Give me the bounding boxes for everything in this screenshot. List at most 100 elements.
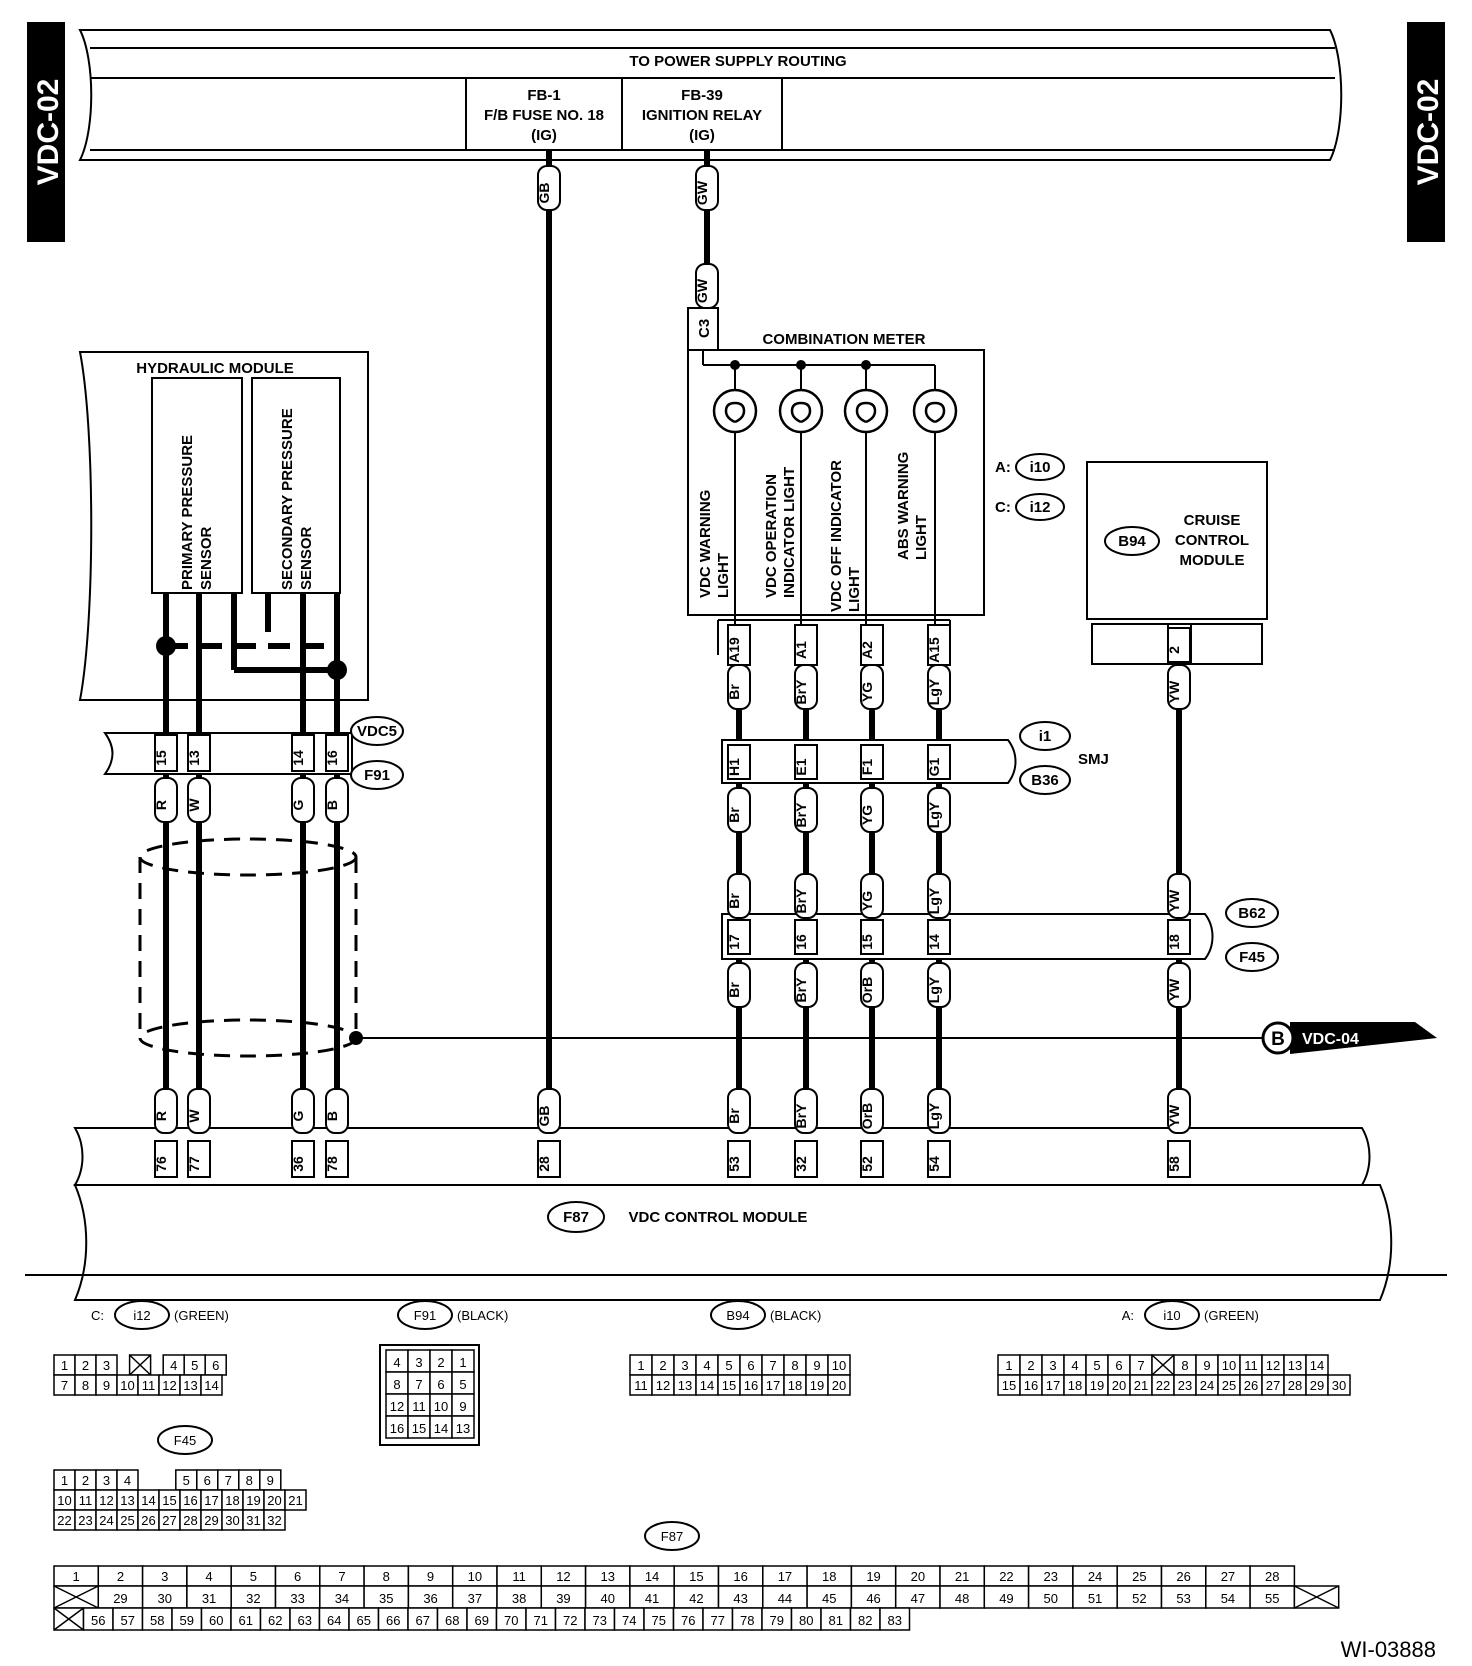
face-f91-r4-3: 13 bbox=[456, 1421, 470, 1436]
face-f45-r3-0: 22 bbox=[57, 1513, 71, 1528]
connector-strip-b62-f45 bbox=[721, 913, 1214, 960]
cruise-module-label-1: CRUISE bbox=[1184, 512, 1241, 529]
bulb-vdc-operation-icon bbox=[778, 388, 824, 434]
shield-top bbox=[138, 837, 358, 877]
meter-wire-c3-0-tag bbox=[727, 873, 751, 919]
face-f45-r2-11: 21 bbox=[288, 1493, 302, 1508]
face-i10-r1-2: 3 bbox=[1049, 1358, 1056, 1373]
face-i10-r1-14: 14 bbox=[1310, 1358, 1324, 1373]
meter-internal-circuit bbox=[702, 350, 951, 655]
face-i10-r1-6: 7 bbox=[1137, 1358, 1144, 1373]
power-supply-banner bbox=[78, 29, 1343, 161]
page-tab-right: VDC-02 bbox=[1407, 22, 1445, 242]
f87-hyd-pin-0: 76 bbox=[153, 1156, 169, 1172]
meter-wire-c3-3-tag bbox=[927, 873, 951, 919]
face-f87-r2-22: 50 bbox=[1044, 1591, 1058, 1606]
face-f87-r3-0-x2 bbox=[53, 1607, 84, 1631]
face-i12-r1-4-x2 bbox=[129, 1354, 152, 1376]
face-f45-r1-7: 5 bbox=[183, 1473, 190, 1488]
f87-hyd-pin-2-box bbox=[291, 1140, 315, 1178]
f87-meter-pin-0-box bbox=[727, 1140, 751, 1178]
meter-wire-c5-1: BrY bbox=[793, 1103, 809, 1129]
meter-wire-c3-1-tag bbox=[794, 873, 818, 919]
f87-meter-pin-3: 54 bbox=[926, 1156, 942, 1172]
meter-wire-c5-2-tag bbox=[860, 1088, 884, 1134]
cruise-wire-c1: YW bbox=[1166, 680, 1182, 703]
face-f87-r1-0: 1 bbox=[73, 1569, 80, 1584]
b36-label: B36 bbox=[1031, 772, 1059, 789]
f91-label: F91 bbox=[364, 767, 390, 784]
gb-wire-color-bottom: GB bbox=[536, 1106, 552, 1127]
face-f87-r3-22: 77 bbox=[711, 1613, 725, 1628]
face-f91-r2-3: 5 bbox=[459, 1377, 466, 1392]
hyd-wire-color-bottom-2: G bbox=[290, 1110, 306, 1121]
face-i12-r1-1: 2 bbox=[82, 1358, 89, 1373]
face-f87-r2-19: 47 bbox=[911, 1591, 925, 1606]
face-f87-r1-6: 7 bbox=[338, 1569, 345, 1584]
meter-wire-c5-1-tag bbox=[794, 1088, 818, 1134]
face-f87-r2-12: 40 bbox=[601, 1591, 615, 1606]
f87-meter-pin-1: 32 bbox=[793, 1156, 809, 1172]
face-f45-r3-10-cell bbox=[263, 1509, 286, 1531]
face-f91-r4-0: 16 bbox=[390, 1421, 404, 1436]
face-f87-r2-20: 48 bbox=[955, 1591, 969, 1606]
hydraulic-module bbox=[78, 351, 369, 701]
face-i10-r2-3: 18 bbox=[1068, 1378, 1082, 1393]
face-f87-label-code: F87 bbox=[661, 1529, 683, 1544]
face-i10-r2-15-cell bbox=[1327, 1374, 1351, 1396]
face-i10-r2-8: 23 bbox=[1178, 1378, 1192, 1393]
face-f87-r3-1: 56 bbox=[91, 1613, 105, 1628]
meter-wire-c2-2: YG bbox=[859, 805, 875, 825]
fb1-id: FB-1 bbox=[527, 87, 560, 104]
face-f87-r1-21: 22 bbox=[999, 1569, 1013, 1584]
face-f87-r2-24: 52 bbox=[1132, 1591, 1146, 1606]
face-b94-r2-2: 13 bbox=[678, 1378, 692, 1393]
face-b94-r2-0: 11 bbox=[634, 1378, 648, 1393]
power-supply-title: TO POWER SUPPLY ROUTING bbox=[629, 53, 846, 70]
face-f87-r3-10: 65 bbox=[357, 1613, 371, 1628]
face-i10-r2-9: 24 bbox=[1200, 1378, 1214, 1393]
face-f91-label-code: F91 bbox=[414, 1308, 436, 1323]
meter-wire-c1-2: YG bbox=[859, 682, 875, 702]
f87-hyd-pin-1: 77 bbox=[186, 1156, 202, 1172]
light-abs-warning-2: LIGHT bbox=[913, 515, 930, 560]
face-i10-r2-11: 26 bbox=[1244, 1378, 1258, 1393]
face-b94-r1-1: 2 bbox=[659, 1358, 666, 1373]
hyd-junction-2 bbox=[327, 660, 347, 680]
fb39-name: IGNITION RELAY bbox=[642, 107, 762, 124]
face-f87-r3-18: 73 bbox=[593, 1613, 607, 1628]
face-f87-r1-27: 28 bbox=[1265, 1569, 1279, 1584]
face-f45-r3-4: 26 bbox=[141, 1513, 155, 1528]
f87-gb-pin-box bbox=[537, 1140, 561, 1178]
face-f87-r1-5: 6 bbox=[294, 1569, 301, 1584]
b62-pin-3: 14 bbox=[926, 934, 942, 950]
face-f87-r1-16: 17 bbox=[778, 1569, 792, 1584]
meter-wire-c1-0-tag bbox=[727, 664, 751, 710]
meter-wire-c1-3-tag bbox=[927, 664, 951, 710]
face-i10-r2-12: 27 bbox=[1266, 1378, 1280, 1393]
face-i10-r1-9: 9 bbox=[1203, 1358, 1210, 1373]
face-f87-r3-19: 74 bbox=[622, 1613, 636, 1628]
cruise-wire-c4: YW bbox=[1166, 1104, 1182, 1127]
bulb-vdc-off-icon bbox=[843, 388, 889, 434]
b62-pin-0-box bbox=[727, 919, 751, 955]
face-b94-r1-7: 8 bbox=[791, 1358, 798, 1373]
meter-junction-dots bbox=[730, 360, 871, 370]
page-tab-left-text: VDC-02 bbox=[32, 79, 65, 186]
face-f91-r1-2: 2 bbox=[437, 1355, 444, 1370]
vdc5-pin-2: 14 bbox=[290, 750, 306, 766]
b62-cruise-pin: 18 bbox=[1166, 934, 1182, 950]
meter-wire-c2-3-tag bbox=[927, 787, 951, 833]
face-f87-r3-15: 70 bbox=[504, 1613, 518, 1628]
f87-cruise-pin: 58 bbox=[1166, 1156, 1182, 1172]
face-f91-r1-3: 1 bbox=[459, 1355, 466, 1370]
ground-ref-target: VDC-04 bbox=[1302, 1031, 1359, 1048]
face-f87-r3-8: 63 bbox=[298, 1613, 312, 1628]
face-f91-r4-2: 14 bbox=[434, 1421, 448, 1436]
face-f45-r1-2: 3 bbox=[103, 1473, 110, 1488]
face-f87-r3-4: 59 bbox=[180, 1613, 194, 1628]
face-f45-r1-3: 4 bbox=[124, 1473, 131, 1488]
face-f45-r2-6: 16 bbox=[183, 1493, 197, 1508]
b62-label: B62 bbox=[1238, 905, 1266, 922]
meter-wire-c4-0: Br bbox=[726, 982, 742, 998]
